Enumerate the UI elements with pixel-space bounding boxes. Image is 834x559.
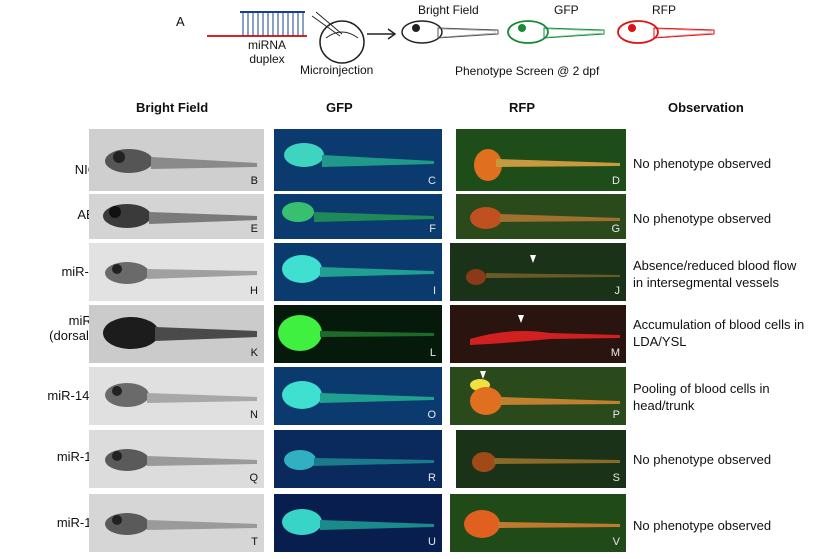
panel-letter-f: F <box>429 223 436 235</box>
panel-letter-n: N <box>250 409 258 421</box>
panel-letter-m: M <box>610 347 620 359</box>
column-header-rfp: RFP <box>509 100 535 115</box>
panel-letter-t: T <box>251 536 258 548</box>
image-gfp-ab: F <box>274 194 442 239</box>
column-header-bright-field: Bright Field <box>136 100 209 115</box>
image-bright-field-mir-181b: T <box>89 494 264 552</box>
column-header-observation: Observation <box>668 100 744 115</box>
panel-letter-i: I <box>432 285 436 297</box>
image-bright-field-ab: E <box>89 194 264 239</box>
schematic-fish-bright-field <box>401 20 499 44</box>
image-rfp-mir-1: M <box>450 305 626 363</box>
panel-letter-e: E <box>250 223 258 235</box>
schematic-rfp-label: RFP <box>652 3 676 17</box>
panel-letter-h: H <box>250 285 258 297</box>
image-bright-field-mir-1: K <box>89 305 264 363</box>
observation-mir-144: Absence/reduced blood flow in intersegme… <box>633 258 797 290</box>
image-bright-field-mir-144: H <box>89 243 264 301</box>
observation-mir-142a-3p: Pooling of blood cells in head/trunk <box>633 381 770 413</box>
image-gfp-mir-181b: U <box>274 494 442 552</box>
image-bright-field-nic: B <box>89 129 264 191</box>
arrow-right-icon <box>367 28 397 40</box>
observation-ab: No phenotype observed <box>633 211 772 226</box>
panel-letter-v: V <box>612 536 620 548</box>
image-bright-field-mir-142a-3p: N <box>89 367 264 425</box>
image-gfp-mir-181a: R <box>274 430 442 488</box>
panel-letter-c: C <box>428 175 436 187</box>
arrowhead-marker <box>530 255 536 263</box>
panel-letter-o: O <box>427 409 436 421</box>
panel-letter-u: U <box>428 536 436 548</box>
panel-letter-j: J <box>614 285 621 297</box>
panel-letter-p: P <box>612 409 620 421</box>
image-rfp-ab: G <box>456 194 626 239</box>
panel-letter-s: S <box>612 472 620 484</box>
schematic-bright-field-label: Bright Field <box>418 3 479 17</box>
mirna-duplex-diagram <box>207 11 307 37</box>
panel-letter-g: G <box>611 223 620 235</box>
duplex-label-line1: miRNA <box>248 38 286 52</box>
observation-mir-181b: No phenotype observed <box>633 518 772 533</box>
image-gfp-mir-1: L <box>274 305 442 363</box>
panel-letter-q: Q <box>249 472 258 484</box>
image-rfp-mir-181a: S <box>456 430 626 488</box>
panel-letter-l: L <box>429 347 436 359</box>
microinjection-label: Microinjection <box>300 63 374 77</box>
image-bright-field-mir-181a: Q <box>89 430 264 488</box>
schematic-fish-rfp <box>617 20 715 44</box>
image-gfp-nic: C <box>274 129 442 191</box>
image-rfp-nic: D <box>456 129 626 191</box>
observation-mir-181a: No phenotype observed <box>633 452 772 467</box>
image-gfp-mir-144: I <box>274 243 442 301</box>
phenotype-screen-label: Phenotype Screen @ 2 dpf <box>455 64 600 78</box>
schematic-gfp-label: GFP <box>554 3 579 17</box>
schematic-fish-gfp <box>507 20 605 44</box>
duplex-label-line2: duplex <box>249 52 285 66</box>
panel-letter-k: K <box>250 347 258 359</box>
panel-letter-b: B <box>250 175 258 187</box>
observation-nic: No phenotype observed <box>633 156 772 171</box>
image-rfp-mir-144: J <box>450 243 626 301</box>
panel-label-a: A <box>176 14 185 29</box>
embryo-injection-icon <box>311 11 365 64</box>
image-gfp-mir-142a-3p: O <box>274 367 442 425</box>
image-rfp-mir-142a-3p: P <box>450 367 626 425</box>
image-rfp-mir-181b: V <box>450 494 626 552</box>
observation-mir-1: Accumulation of blood cells in LDA/YSL <box>633 317 805 349</box>
panel-letter-r: R <box>428 472 436 484</box>
column-header-gfp: GFP <box>326 100 353 115</box>
panel-letter-d: D <box>612 175 620 187</box>
